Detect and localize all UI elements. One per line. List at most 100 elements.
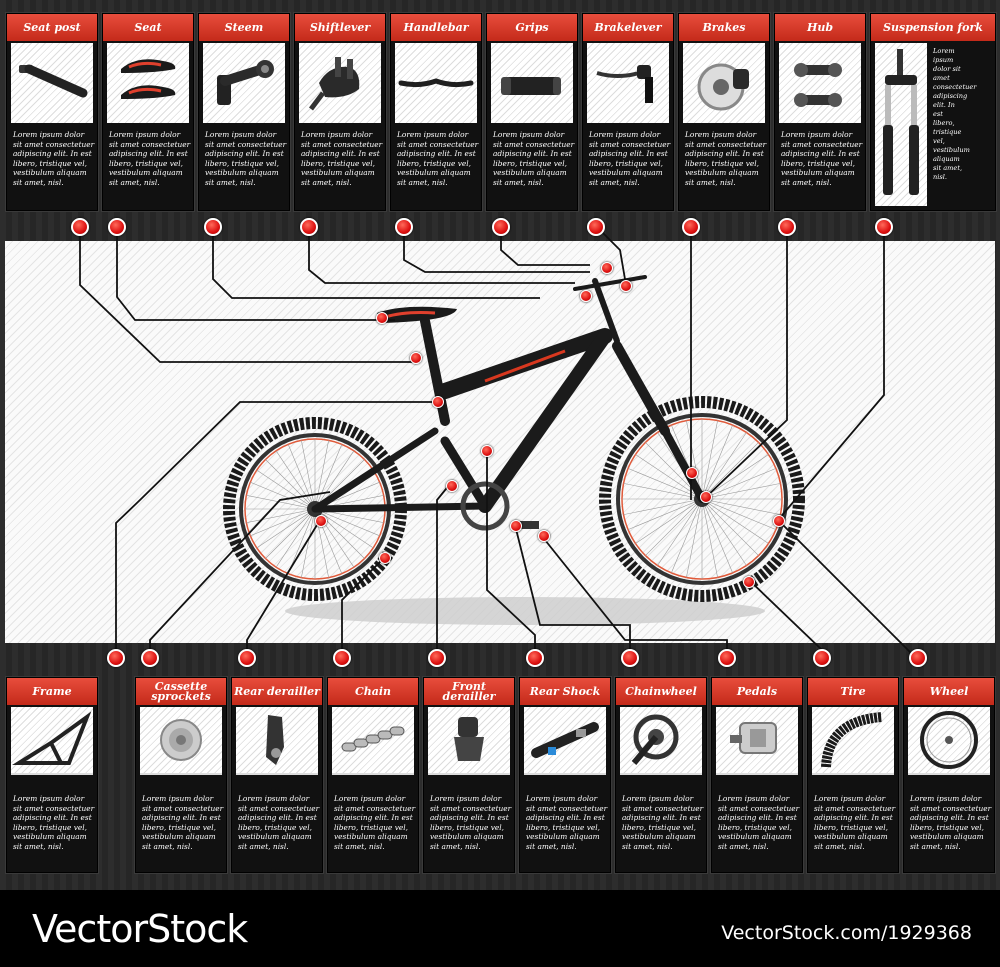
card-shiftlever: Shiftlever Lorem ipsum dolor sit amet co… [294,13,386,211]
marker-rear-shock[interactable] [526,649,544,667]
handlebar-icon [395,43,477,123]
spoke [623,483,703,500]
card-title: Hub [775,14,865,41]
stem-icon [203,43,285,123]
marker-point [700,491,712,503]
card-title: Pedals [712,678,802,705]
spoke [265,459,316,510]
card-description: Lorem ipsum dolor sit amet consectetuer … [781,130,863,187]
spoke [635,498,703,544]
marker-point [432,396,444,408]
card-title: Brakes [679,14,769,41]
marker-hub[interactable] [778,218,796,236]
card-rear-derailleur: Rear derailler Lorem ipsum dolor sit ame… [231,677,323,873]
marker-wheel[interactable] [909,649,927,667]
marker-brakes[interactable] [682,218,700,236]
marker-brakelever[interactable] [587,218,605,236]
marker-point [315,515,327,527]
marker-tire[interactable] [813,649,831,667]
divider [11,773,93,775]
marker-chain[interactable] [333,649,351,667]
spoke [701,498,747,566]
divider [524,773,606,775]
card-title: Handlebar [391,14,481,41]
divider [140,773,222,775]
divider [716,773,798,775]
card-description: Lorem ipsum dolor sit amet consectetuer … [142,794,224,851]
card-description: Lorem ipsum dolor sit amet consectetuer … [301,130,383,187]
spoke [701,498,769,544]
card-description: Lorem ipsum dolor sit amet consectetuer … [493,130,575,187]
bicycle-illustration [223,275,805,625]
card-description: Lorem ipsum dolor sit amet consectetuer … [814,794,896,851]
marker-seat[interactable] [108,218,126,236]
card-description: Lorem ipsum dolor sit amet consectetuer … [13,794,95,851]
marker-cassette[interactable] [141,649,159,667]
card-title: Seat post [7,14,97,41]
card-title: Wheel [904,678,994,705]
card-description: Lorem ipsum dolor sit amet consectetuer … [397,130,479,187]
spoke [701,442,759,500]
pedal-icon [716,707,798,773]
card-rear-shock: Rear Shock Lorem ipsum dolor sit amet co… [519,677,611,873]
marker-point [446,480,458,492]
card-description: Lorem ipsum dolor sit amet consectetuer … [205,130,287,187]
card-tire: Tire Lorem ipsum dolor sit amet consecte… [807,677,899,873]
divider [236,773,318,775]
card-title: Shiftlever [295,14,385,41]
suspension-fork-icon [875,43,927,206]
front-derailleur-icon [428,707,510,773]
card-description: Lorem ipsum dolor sit amet consectetuer … [622,794,704,851]
marker-front-derailleur[interactable] [428,649,446,667]
marker-suspension-fork[interactable] [875,218,893,236]
marker-point [601,262,613,274]
brakelever-icon [587,43,669,123]
spoke [623,498,703,515]
card-description: Lorem ipsum dolor sit amet consectetuer … [685,130,767,187]
marker-grips[interactable] [492,218,510,236]
card-brakelever: Brakelever Lorem ipsum dolor sit amet co… [582,13,674,211]
card-seat: Seat Lorem ipsum dolor sit amet consecte… [102,13,194,211]
marker-shiftlever[interactable] [300,218,318,236]
shiftlever-icon [299,43,381,123]
card-title: Front derailler [424,678,514,705]
card-pedals: Pedals Lorem ipsum dolor sit amet consec… [711,677,803,873]
card-description: Lorem ipsum dolor sit amet consectetuer … [526,794,608,851]
marker-point [743,576,755,588]
card-description: Lorem ipsum dolor sit amet consectetuer … [430,794,512,851]
card-title: Grips [487,14,577,41]
marker-handlebar[interactable] [395,218,413,236]
card-title: Rear Shock [520,678,610,705]
card-hub: Hub Lorem ipsum dolor sit amet consectet… [774,13,866,211]
divider [332,773,414,775]
card-title: Brakelever [583,14,673,41]
marker-pedals[interactable] [718,649,736,667]
seat-icon [107,43,189,123]
marker-point [580,290,592,302]
marker-rear-derailleur[interactable] [238,649,256,667]
card-suspension-fork: Suspension fork Lorem ipsum dolor sit am… [870,13,996,211]
chain-icon [332,707,414,773]
marker-stem[interactable] [204,218,222,236]
marker-seat-post[interactable] [71,218,89,236]
spoke [627,468,703,500]
card-description: Lorem ipsum dolor sit amet consectetuer … [589,130,671,187]
watermark-url: VectorStock.com/1929368 [721,922,972,944]
spoke [701,498,781,515]
card-description: Lorem ipsum dolor sit amet consectetuer … [238,794,320,851]
marker-point [481,445,493,457]
divider [620,773,702,775]
watermark-bar [0,890,1000,967]
card-wheel: Wheel Lorem ipsum dolor sit amet consect… [903,677,995,873]
tire-icon [812,707,894,773]
card-grips: Grips Lorem ipsum dolor sit amet consect… [486,13,578,211]
card-title: Suspension fork [871,14,995,41]
card-chain: Chain Lorem ipsum dolor sit amet consect… [327,677,419,873]
marker-point [376,312,388,324]
frame-icon [11,707,93,773]
watermark-logo: VectorStock [32,907,248,951]
marker-chainwheel[interactable] [621,649,639,667]
spoke [645,498,703,556]
card-title: Frame [7,678,97,705]
marker-frame[interactable] [107,649,125,667]
